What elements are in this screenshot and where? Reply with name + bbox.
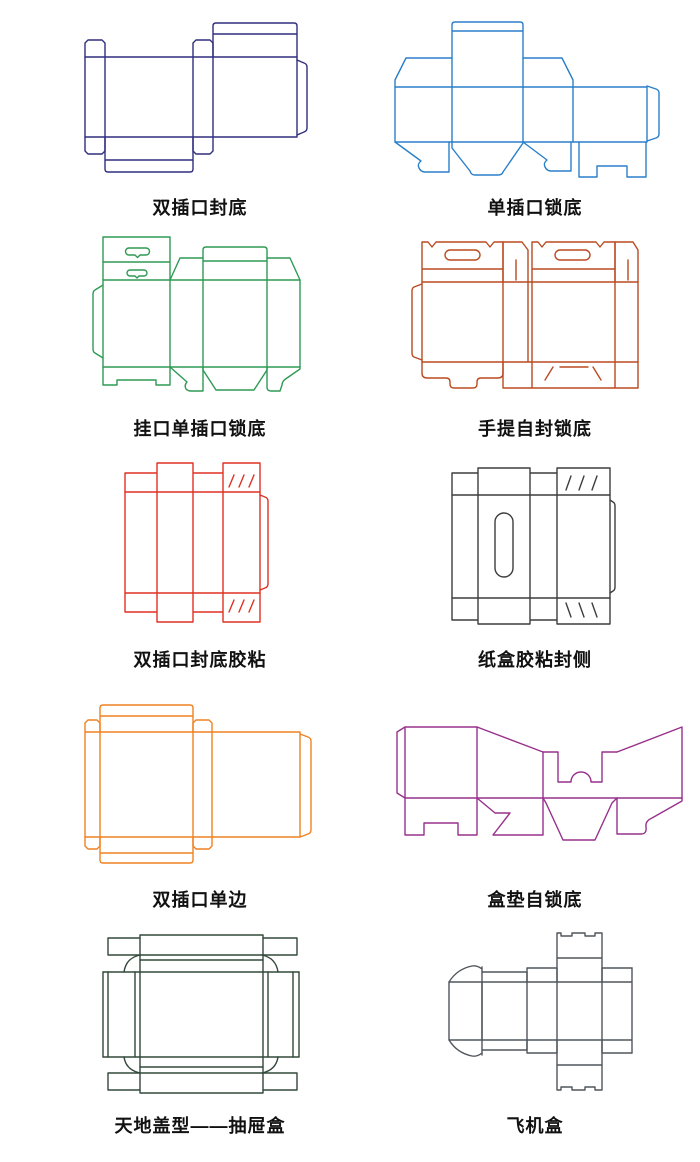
dieline-hang-tab-svg [92,236,301,392]
caption-single-tuck-lock-bottom: 单插口锁底 [487,198,583,218]
dieline-box-pad-auto-lock-bottom [395,725,685,847]
dieline-carton-glued-side-seal [450,467,617,625]
dieline-double-tuck-seal-bottom-svg [84,22,308,173]
caption-double-tuck-single-side: 双插口单边 [152,890,248,910]
caption-carton-glued-side: 纸盒胶粘封侧 [478,650,592,670]
dieline-hang-tab-single-tuck-lock-bottom [92,235,304,395]
caption-box-pad-auto-lock: 盒垫自锁底 [487,890,583,910]
caption-handle-lock-bottom: 手提自封锁底 [478,419,592,439]
caption-tuck-seal-bottom-glued: 双插口封底胶粘 [133,650,267,670]
dieline-handle-self-seal-lock-bottom [410,236,640,394]
dieline-glued-tuck-svg [124,462,269,623]
dieline-double-tuck-seal-bottom-glued [124,462,270,624]
dieline-single-tuck-lock-bottom [393,20,661,180]
caption-double-tuck-seal-bottom: 双插口封底 [152,198,248,218]
dieline-double-tuck-seal-bottom [80,21,312,175]
dieline-handle-box-svg [411,241,639,389]
caption-airplane-box: 飞机盒 [506,1116,564,1136]
dieline-double-tuck-single-side [84,704,314,866]
caption-hang-tab-lock-bottom: 挂口单插口锁底 [133,419,267,439]
dieline-top-bottom-lid-drawer-box [102,934,300,1096]
dieline-single-side-svg [84,704,312,864]
dieline-window-carton-svg [451,467,616,625]
caption-lid-drawer-box: 天地盖型——抽屉盒 [114,1116,286,1136]
dieline-single-tuck-lock-bottom-svg [394,21,660,178]
dieline-box-pad-svg [396,726,683,841]
dieline-airplane-box-svg [448,932,633,1091]
dieline-drawer-box-svg [102,934,300,1094]
dieline-airplane-box [447,932,635,1094]
